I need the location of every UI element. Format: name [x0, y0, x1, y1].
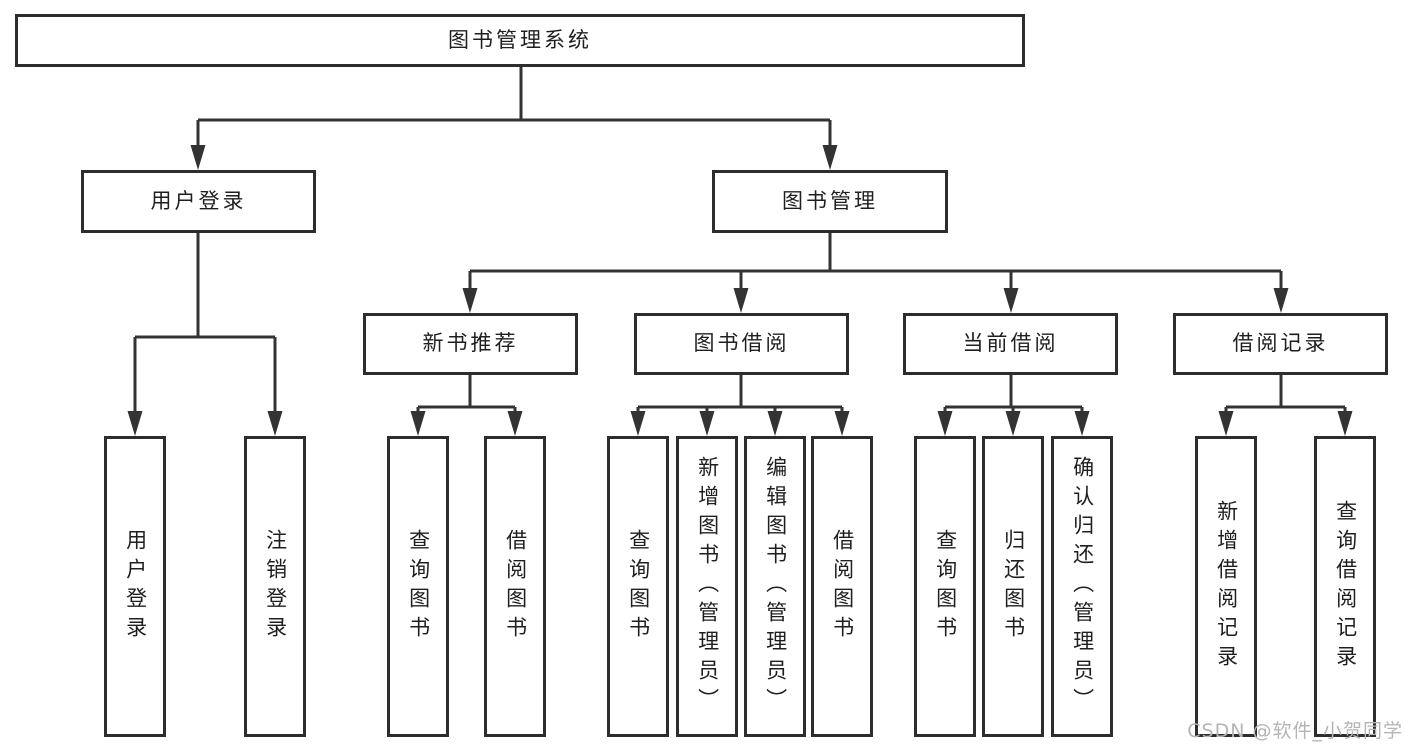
arrowheads: [127, 145, 1353, 436]
node-book-borrow: 图书借阅: [634, 313, 849, 375]
node-borrow-records: 借阅记录: [1173, 313, 1388, 375]
leaf-add-borrow-record: 新增借阅记录: [1195, 436, 1257, 737]
node-book-management: 图书管理: [712, 170, 948, 233]
leaf-query-books-current: 查询图书: [914, 436, 976, 737]
leaf-confirm-return-admin: 确认归还（管理员）: [1051, 436, 1113, 737]
leaf-logout: 注销登录: [244, 436, 306, 737]
node-root: 图书管理系统: [15, 14, 1025, 67]
leaf-borrow-books-recommend: 借阅图书: [484, 436, 546, 737]
leaf-borrow-books: 借阅图书: [811, 436, 873, 737]
leaf-query-borrow-record: 查询借阅记录: [1314, 436, 1376, 737]
leaf-user-login: 用户登录: [104, 436, 166, 737]
node-user-login: 用户登录: [81, 170, 316, 233]
node-new-book-recommend: 新书推荐: [363, 313, 578, 375]
leaf-edit-book-admin: 编辑图书（管理员）: [744, 436, 806, 737]
csdn-watermark: CSDN @软件_小贺同学: [1187, 720, 1403, 742]
leaf-query-books-borrow: 查询图书: [607, 436, 669, 737]
leaf-add-book-admin: 新增图书（管理员）: [676, 436, 738, 737]
leaf-query-books-recommend: 查询图书: [387, 436, 449, 737]
leaf-return-book: 归还图书: [982, 436, 1044, 737]
node-current-borrow: 当前借阅: [903, 313, 1118, 375]
